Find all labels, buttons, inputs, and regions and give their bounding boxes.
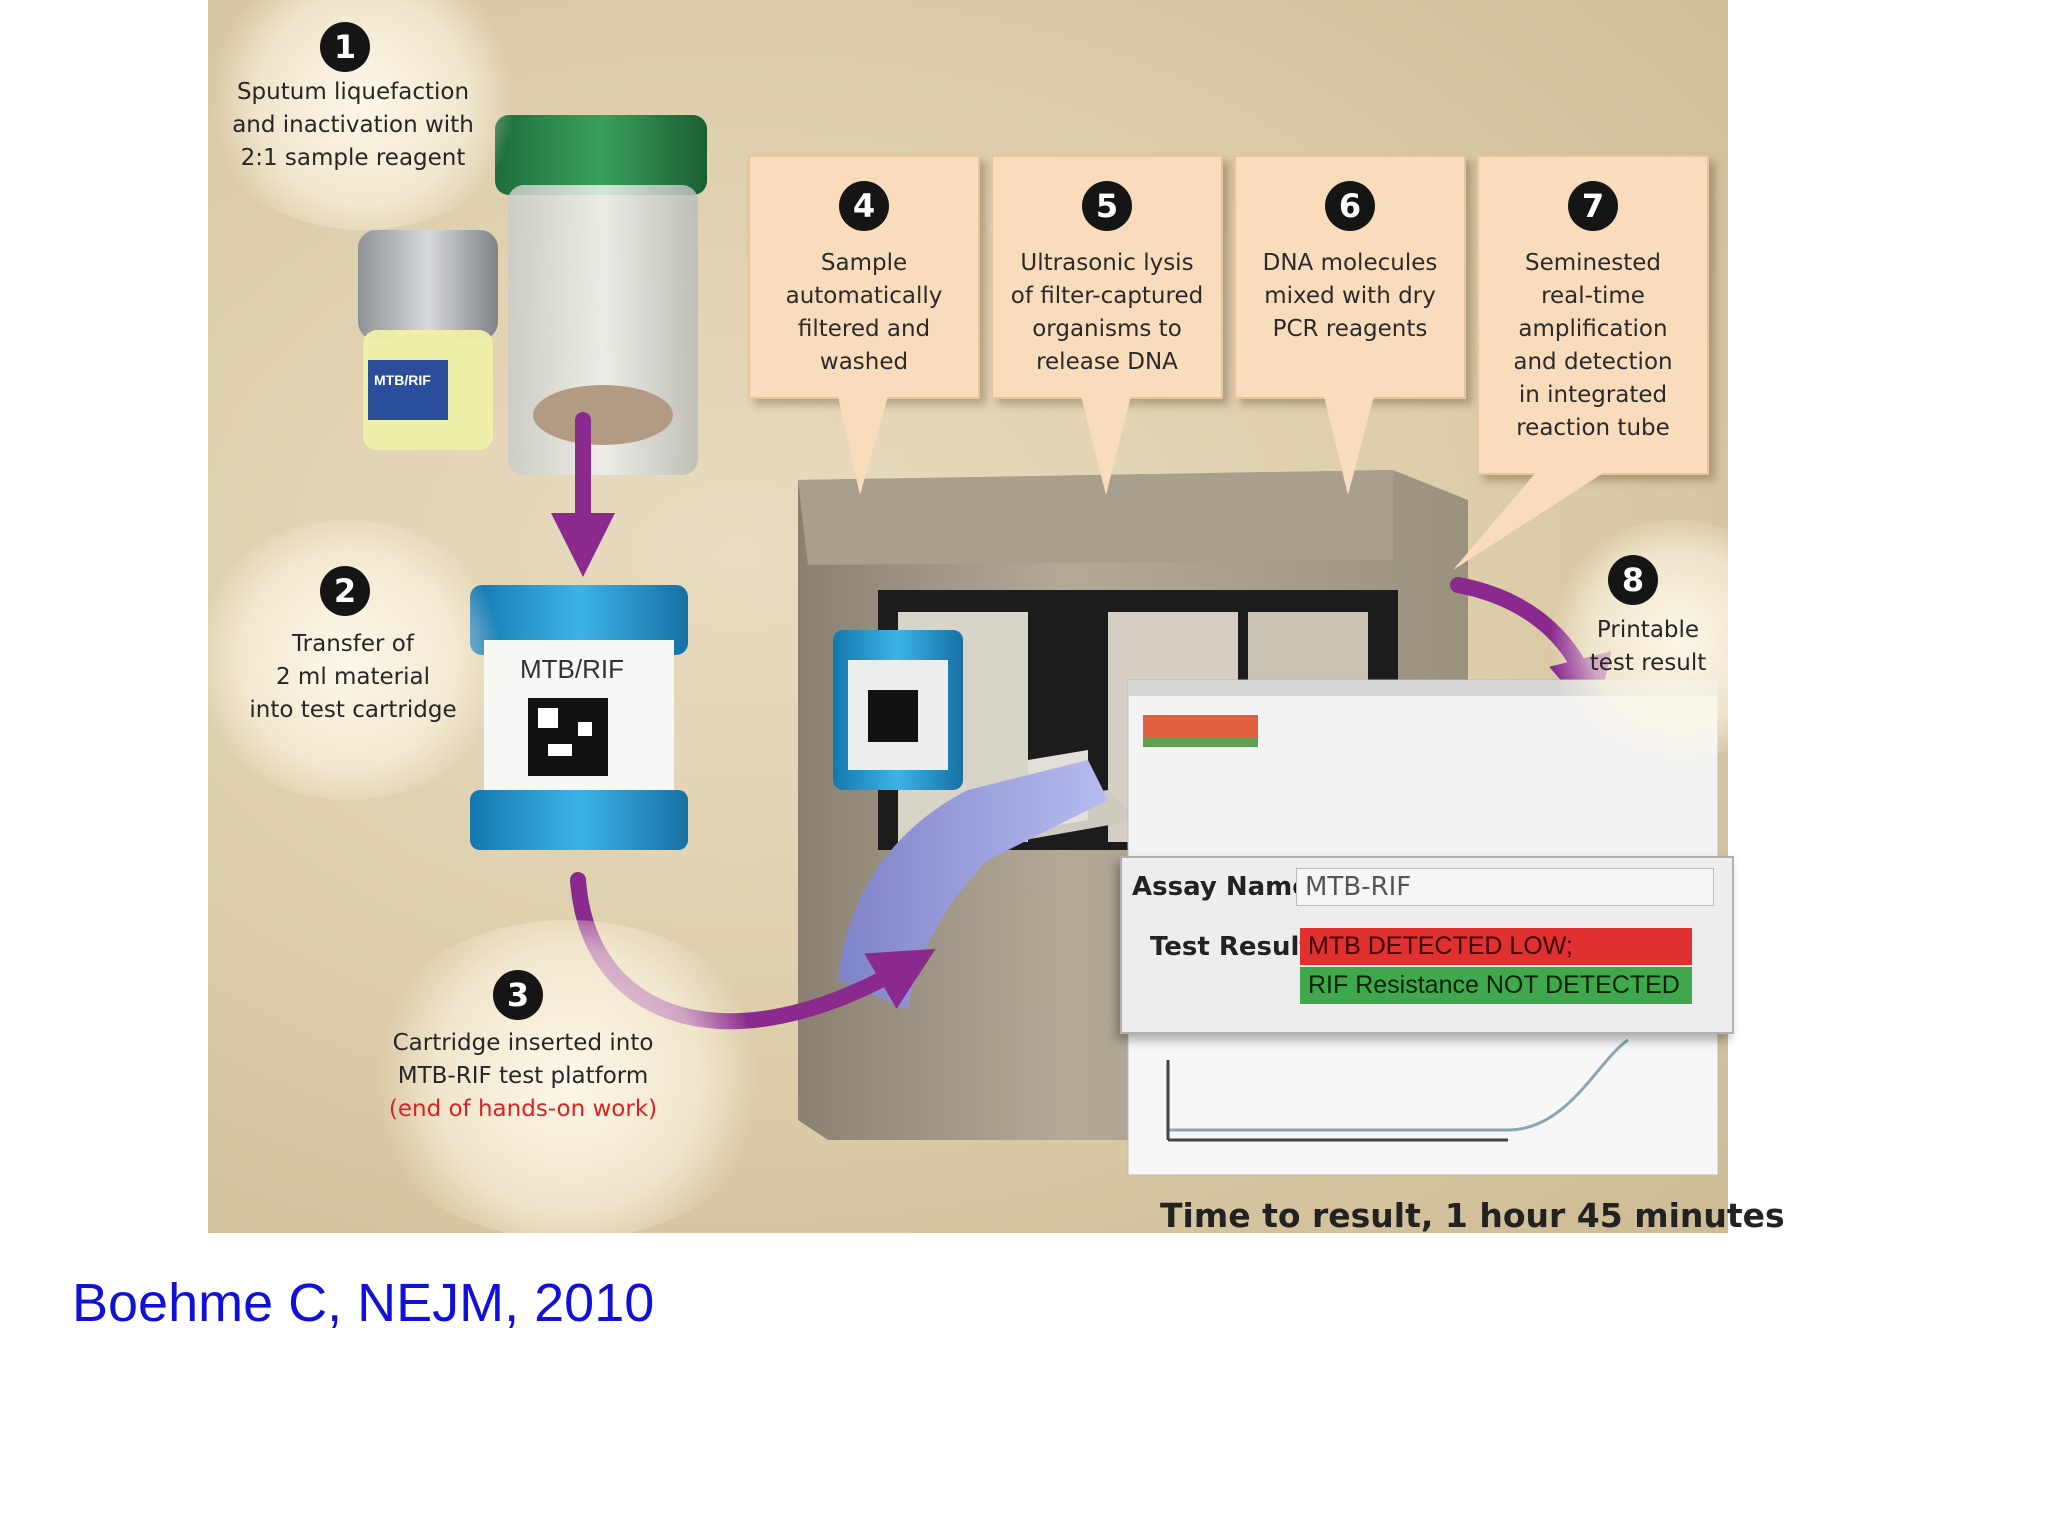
step5-line: organisms to — [1032, 316, 1182, 342]
step2-line: Transfer of — [292, 631, 414, 657]
step1-line: and inactivation with — [232, 112, 474, 138]
step6-line: mixed with dry — [1264, 283, 1436, 309]
step7-line: reaction tube — [1516, 415, 1670, 441]
result-mtb-detected: MTB DETECTED LOW; — [1300, 928, 1692, 965]
step-number-6: 6 — [1325, 181, 1375, 231]
step-caption-8: Printable test result — [1548, 614, 1728, 680]
xpert-workflow-figure: 1 Sputum liquefaction and inactivation w… — [208, 0, 1728, 1233]
step2-line: 2 ml material — [275, 664, 431, 690]
step7-line: amplification — [1518, 316, 1668, 342]
step3-end-note: (end of hands-on work) — [388, 1096, 658, 1122]
step-number-7: 7 — [1568, 181, 1618, 231]
step2-glow — [208, 520, 508, 800]
step5-line: release DNA — [1036, 349, 1178, 375]
citation: Boehme C, NEJM, 2010 — [72, 1273, 655, 1333]
specimen-jar — [495, 115, 707, 475]
step3-glow — [358, 920, 778, 1233]
step-caption-2: Transfer of 2 ml material into test cart… — [208, 628, 498, 727]
step7-line: and detection — [1513, 349, 1673, 375]
step-caption-7: Seminested real-time amplification and d… — [1485, 247, 1701, 445]
step3-line: MTB-RIF test platform — [397, 1063, 649, 1089]
step-number-8: 8 — [1608, 555, 1658, 605]
test-cartridge — [470, 585, 688, 850]
step7-line: real-time — [1541, 283, 1645, 309]
callout-step-7: 7 Seminested real-time amplification and… — [1477, 155, 1709, 475]
result-rif-not-detected: RIF Resistance NOT DETECTED — [1300, 967, 1692, 1004]
step6-line: DNA molecules — [1262, 250, 1438, 276]
step4-line: Sample — [820, 250, 908, 276]
callout-pointers — [838, 396, 1608, 570]
gloved-hand-cartridge — [833, 630, 1108, 1010]
step7-line: Seminested — [1524, 250, 1662, 276]
reagent-label: MTB/RIF — [374, 372, 431, 388]
step7-line: in integrated — [1518, 382, 1668, 408]
cartridge-label: MTB/RIF — [520, 654, 624, 684]
step-caption-1: Sputum liquefaction and inactivation wit… — [208, 76, 498, 175]
reagent-bottle — [358, 230, 498, 450]
step-caption-3: Cartridge inserted into MTB-RIF test pla… — [358, 1027, 688, 1126]
step1-line: Sputum liquefaction — [236, 79, 470, 105]
step5-line: of filter-captured — [1010, 283, 1204, 309]
step-number-3: 3 — [493, 970, 543, 1020]
step3-line: Cartridge inserted into — [392, 1030, 654, 1056]
step8-line: Printable — [1596, 617, 1700, 643]
step-number-2: 2 — [320, 566, 370, 616]
assay-name-value: MTB-RIF — [1296, 868, 1714, 906]
step-number-1: 1 — [320, 22, 370, 72]
step2-line: into test cartridge — [249, 697, 457, 723]
callout-step-5: 5 Ultrasonic lysis of filter-captured or… — [991, 155, 1223, 399]
step-caption-6: DNA molecules mixed with dry PCR reagent… — [1242, 247, 1458, 346]
step4-line: washed — [819, 349, 909, 375]
step6-line: PCR reagents — [1272, 316, 1428, 342]
step-number-5: 5 — [1082, 181, 1132, 231]
step5-line: Ultrasonic lysis — [1020, 250, 1194, 276]
test-result-label: Test Result — [1150, 932, 1312, 962]
step1-line: 2:1 sample reagent — [240, 145, 466, 171]
callout-step-6: 6 DNA molecules mixed with dry PCR reage… — [1234, 155, 1466, 399]
step-caption-4: Sample automatically filtered and washed — [756, 247, 972, 379]
step4-line: automatically — [785, 283, 943, 309]
time-to-result: Time to result, 1 hour 45 minutes — [1160, 1196, 1785, 1235]
step-caption-5: Ultrasonic lysis of filter-captured orga… — [999, 247, 1215, 379]
step4-line: filtered and — [797, 316, 931, 342]
step8-line: test result — [1589, 650, 1707, 676]
step-number-4: 4 — [839, 181, 889, 231]
assay-name-label: Assay Name — [1132, 872, 1310, 902]
callout-step-4: 4 Sample automatically filtered and wash… — [748, 155, 980, 399]
